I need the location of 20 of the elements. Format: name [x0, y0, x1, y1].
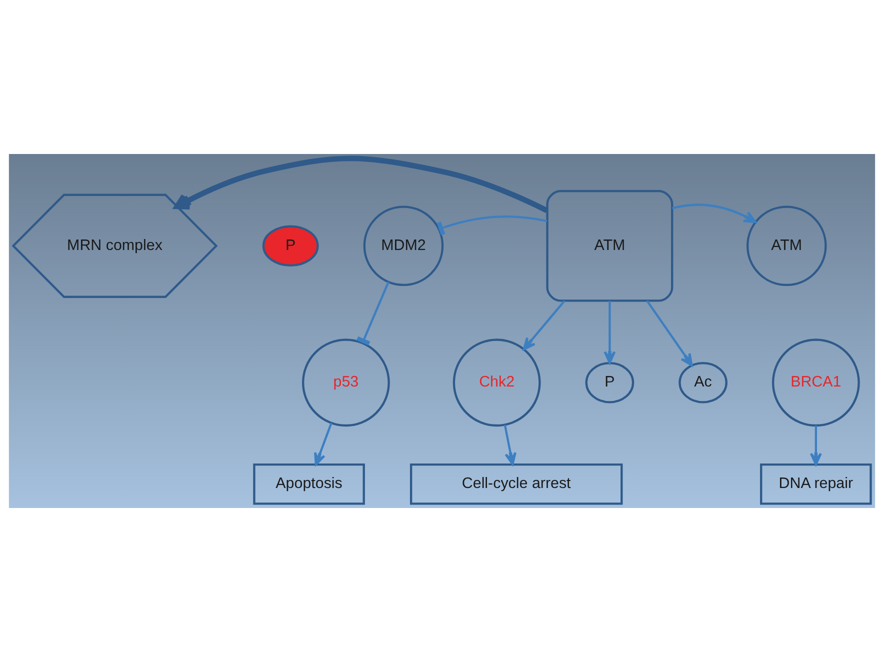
arrow [522, 300, 566, 350]
arrow [174, 155, 548, 212]
arrow [646, 300, 693, 366]
arrow [504, 424, 516, 465]
connector [436, 215, 548, 235]
arrow [604, 300, 616, 364]
node-box: DNA repair [760, 463, 872, 504]
node-ellipse: P [262, 224, 319, 266]
node-box: Cell-cycle arrest [410, 463, 623, 504]
arrow [672, 203, 756, 223]
connector [356, 281, 390, 345]
arrow [314, 422, 332, 466]
node-ellipse: Ac [678, 362, 728, 403]
node-circle: BRCA1 [772, 338, 860, 426]
arrow [810, 425, 822, 466]
node-circle: ATM [746, 205, 827, 286]
node-box: ATM [546, 189, 674, 302]
node-circle: Chk2 [452, 338, 541, 426]
node-ellipse: P [585, 362, 634, 403]
node-box: Apoptosis [253, 463, 365, 504]
